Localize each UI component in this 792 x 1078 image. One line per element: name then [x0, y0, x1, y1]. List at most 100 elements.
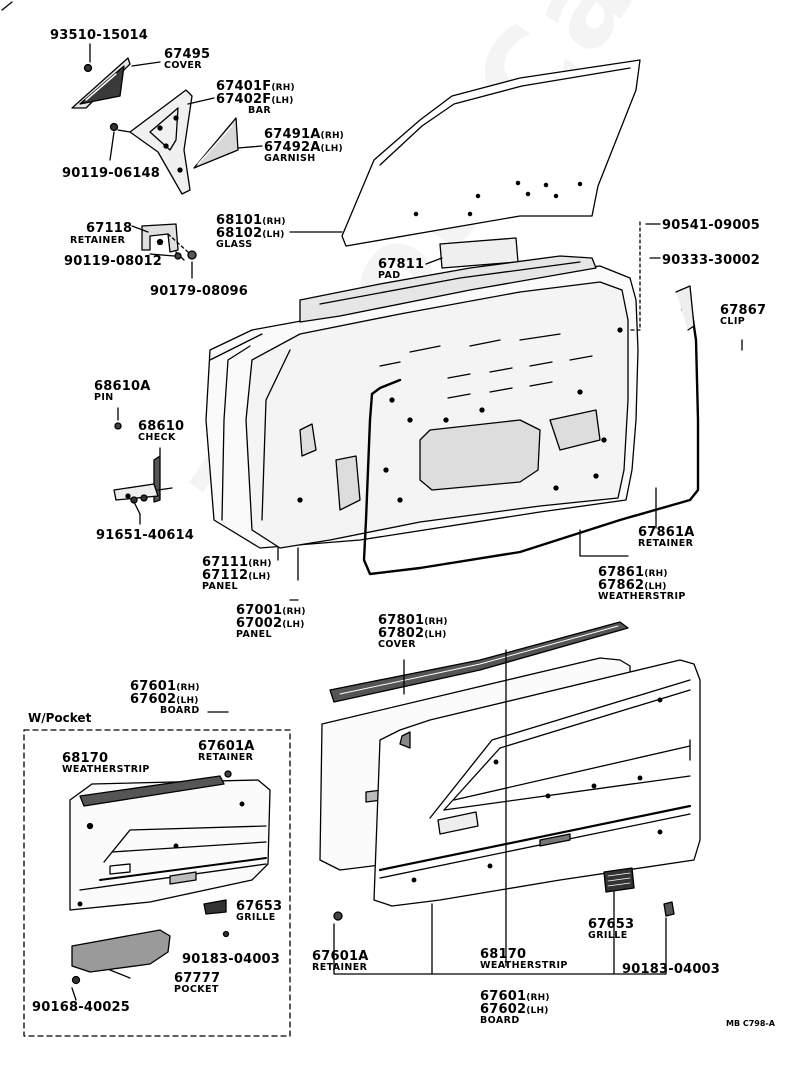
part-number: 67401F [216, 79, 272, 94]
side-suffix: (RH) [320, 131, 344, 141]
side-suffix: (RH) [644, 569, 668, 579]
side-suffix: (RH) [282, 607, 306, 617]
label-67801: 67801(RH) 67802(LH) COVER [378, 614, 448, 650]
side-suffix: (RH) [176, 683, 200, 693]
grille-67653-part [603, 867, 635, 893]
label-90333-30002: 90333-30002 [662, 251, 760, 267]
part-name: PANEL [202, 581, 238, 592]
part-name: WEATHERSTRIP [598, 591, 686, 602]
label-90541-09005: 90541-09005 [662, 216, 760, 232]
side-suffix: (LH) [424, 630, 447, 640]
part-number: 67495 [164, 47, 211, 62]
label-90179-08096: 90179-08096 [150, 282, 248, 298]
label-67861A: 67861A RETAINER [638, 526, 695, 549]
side-suffix: (LH) [262, 230, 285, 240]
bar-67401-part [109, 89, 193, 195]
part-number: 90168-40025 [32, 1000, 131, 1015]
part-number: 90119-08012 [64, 254, 163, 269]
part-number: 68170 [62, 751, 109, 766]
label-67601A-outer: 67601A RETAINER [312, 950, 369, 973]
part-name: WEATHERSTRIP [62, 764, 150, 775]
part-number: 90179-08096 [150, 284, 249, 299]
part-number: 67861 [598, 565, 645, 580]
label-67491: 67491A(RH) 67492A(LH) GARNISH [264, 128, 344, 164]
part-name: BOARD [480, 1015, 520, 1026]
label-67401: 67401F(RH) 67402F(LH) BAR [216, 80, 295, 116]
retainer-67601A-part [333, 911, 343, 921]
label-67601A-inset: 67601A RETAINER [198, 740, 255, 763]
part-name: RETAINER [638, 538, 694, 549]
label-67111: 67111(RH) 67112(LH) PANEL [202, 556, 272, 592]
part-number: 68610A [94, 379, 151, 394]
part-number: 90541-09005 [662, 218, 761, 233]
figure-reference: MB C798-A [726, 1019, 775, 1028]
part-number: 67118 [86, 221, 133, 236]
part-name: GLASS [216, 239, 253, 250]
part-number: 67402F [216, 92, 272, 107]
label-68101: 68101(RH) 68102(LH) GLASS [216, 214, 286, 250]
label-90119-08012: 90119-08012 [64, 252, 162, 268]
part-name: PANEL [236, 629, 272, 640]
part-number: 67492A [264, 140, 321, 155]
label-68170-inset: 68170 WEATHERSTRIP [62, 752, 150, 775]
side-suffix: (LH) [248, 572, 271, 582]
label-67777: 67777 POCKET [174, 972, 220, 995]
inset-pocket-part [71, 929, 171, 973]
part-name: PAD [378, 270, 401, 281]
part-number: 67801 [378, 613, 425, 628]
part-number: 67601 [130, 679, 177, 694]
inset-board-part [69, 779, 271, 911]
part-number: 67862 [598, 578, 645, 593]
part-name: RETAINER [198, 752, 254, 763]
part-number: 90333-30002 [662, 253, 761, 268]
part-name: BAR [248, 105, 272, 116]
side-suffix: (LH) [282, 620, 305, 630]
glass-68101-part [341, 59, 641, 247]
part-name: RETAINER [312, 962, 368, 973]
part-number: 68170 [480, 947, 527, 962]
retainer-67118-part [141, 223, 197, 261]
part-name: COVER [164, 60, 202, 71]
part-number: 67602 [130, 692, 177, 707]
side-suffix: (RH) [262, 217, 286, 227]
label-67811: 67811 PAD [378, 258, 424, 281]
label-67118-name: RETAINER [70, 236, 125, 246]
part-name: WEATHERSTRIP [480, 960, 568, 971]
part-number: 91651-40614 [96, 528, 195, 543]
part-name: BOARD [160, 705, 200, 716]
side-suffix: (LH) [320, 144, 343, 154]
part-number: 67111 [202, 555, 249, 570]
label-90168-40025: 90168-40025 [32, 998, 130, 1014]
part-number: 93510-15014 [50, 28, 149, 43]
label-93510-15014: 93510-15014 [50, 26, 148, 42]
part-name: GRILLE [588, 930, 628, 941]
part-name: GARNISH [264, 153, 316, 164]
weatherstrip-67861-part [362, 285, 700, 576]
label-67495: 67495 COVER [164, 48, 210, 71]
side-suffix: (LH) [271, 96, 294, 106]
label-67601-bottom: 67601(RH) 67602(LH) BOARD [480, 990, 550, 1026]
label-68170-outer: 68170 WEATHERSTRIP [480, 948, 568, 971]
side-suffix: (RH) [271, 83, 295, 93]
part-name: RETAINER [70, 235, 126, 246]
inset-border [23, 729, 291, 1037]
part-number: 67112 [202, 568, 249, 583]
part-number: 67002 [236, 616, 283, 631]
door-panel-part [205, 255, 639, 549]
label-90119-06148: 90119-06148 [62, 164, 160, 180]
corner-mark [1, 1, 13, 11]
part-name: CHECK [138, 432, 176, 443]
inset-grille-part [203, 899, 227, 915]
part-number: 90183-04003 [622, 962, 721, 977]
part-number: 90183-04003 [182, 952, 281, 967]
part-number: 67777 [174, 971, 221, 986]
part-number: 67601A [198, 739, 255, 754]
part-number: 67653 [588, 917, 635, 932]
part-number: 90119-06148 [62, 166, 161, 181]
check-68610-part [113, 455, 173, 515]
label-67653-inset: 67653 GRILLE [236, 900, 282, 923]
label-90183-outer: 90183-04003 [622, 960, 720, 976]
board-front-panel-part [373, 659, 701, 907]
side-suffix: (RH) [424, 617, 448, 627]
